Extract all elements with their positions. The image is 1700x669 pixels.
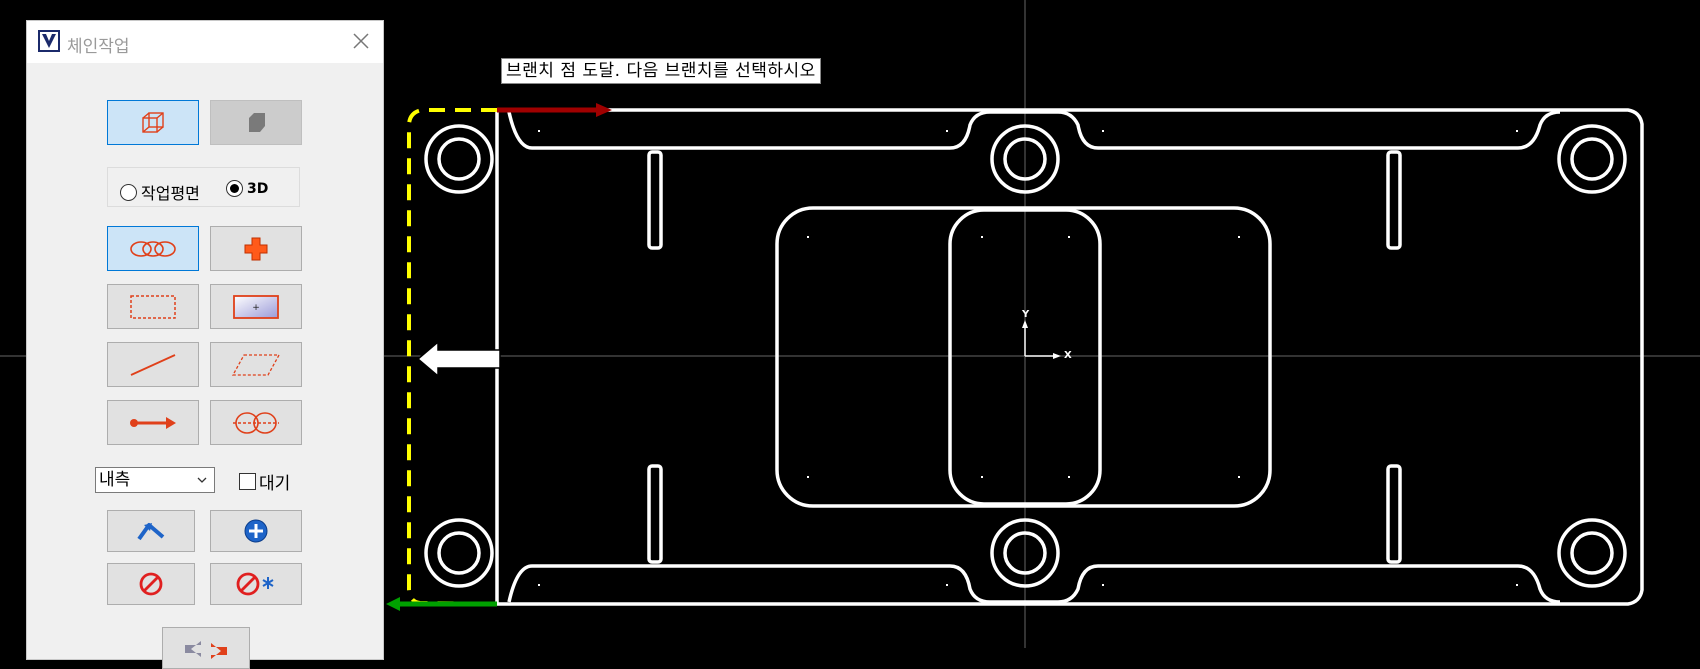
unselect-all-icon bbox=[236, 572, 274, 596]
wait-checkbox-label: 대기 bbox=[259, 474, 291, 494]
single-icon bbox=[130, 353, 176, 376]
polygon-button[interactable] bbox=[210, 342, 302, 387]
point-icon bbox=[244, 237, 268, 260]
axis-y-label: Y bbox=[1022, 309, 1030, 320]
plane-options: 작업평면 3D bbox=[107, 167, 300, 207]
app-logo-icon bbox=[38, 30, 60, 52]
radio-work-plane-dot bbox=[120, 183, 137, 201]
vector-button[interactable] bbox=[107, 400, 199, 445]
single-button[interactable] bbox=[107, 342, 199, 387]
chain-button[interactable] bbox=[107, 226, 199, 271]
chain-option-select[interactable]: 내측 bbox=[95, 467, 215, 493]
chevron-down-icon bbox=[197, 477, 207, 483]
end-chain-button[interactable] bbox=[107, 510, 195, 552]
close-icon[interactable] bbox=[349, 29, 373, 53]
radio-work-plane[interactable]: 작업평면 bbox=[120, 180, 200, 204]
radio-3d[interactable]: 3D bbox=[226, 180, 268, 197]
area-button[interactable]: + bbox=[210, 284, 302, 329]
vector-icon bbox=[130, 416, 176, 429]
dialog-titlebar[interactable]: 체인작업 bbox=[27, 21, 383, 63]
wireframe-mode-button[interactable] bbox=[107, 100, 199, 145]
direction-arrow bbox=[416, 340, 501, 378]
unselect-all-button[interactable] bbox=[210, 563, 302, 605]
chain-option-value: 내측 bbox=[99, 470, 131, 490]
chain-icon bbox=[130, 240, 176, 257]
add-icon bbox=[244, 519, 268, 543]
reverse-icon bbox=[185, 641, 227, 659]
partial-chain-icon bbox=[233, 411, 279, 434]
origin-indicator bbox=[1022, 320, 1061, 359]
point-button[interactable] bbox=[210, 226, 302, 271]
solid-face-icon bbox=[249, 112, 265, 132]
graphics-viewport[interactable] bbox=[0, 0, 1700, 648]
wireframe-cube-icon bbox=[142, 111, 164, 133]
polygon-icon bbox=[231, 353, 281, 376]
wait-checkbox-box bbox=[239, 473, 256, 490]
part-geometry[interactable] bbox=[424, 108, 1644, 606]
unselect-icon bbox=[139, 572, 163, 596]
wait-checkbox[interactable]: 대기 bbox=[239, 469, 290, 494]
chaining-dialog: 체인작업 작업평면 3D bbox=[26, 20, 384, 669]
radio-work-plane-label: 작업평면 bbox=[141, 184, 200, 203]
unselect-button[interactable] bbox=[107, 563, 195, 605]
axis-x-label: X bbox=[1064, 350, 1072, 361]
add-button[interactable] bbox=[210, 510, 302, 552]
status-prompt: 브랜치 점 도달. 다음 브랜치를 선택하시오 bbox=[501, 58, 821, 84]
geometry-points bbox=[538, 130, 1518, 586]
dialog-title: 체인작업 bbox=[67, 37, 130, 57]
end-chain-icon bbox=[137, 523, 165, 541]
chain-arrow-green bbox=[386, 597, 497, 611]
radio-3d-dot bbox=[226, 180, 243, 197]
window-icon bbox=[130, 294, 176, 319]
svg-text:+: + bbox=[252, 303, 260, 313]
solid-mode-button[interactable] bbox=[210, 100, 302, 145]
partial-chain-button[interactable] bbox=[210, 400, 302, 445]
window-button[interactable] bbox=[107, 284, 199, 329]
branch-arrow-red bbox=[497, 103, 612, 117]
reverse-button[interactable] bbox=[162, 627, 250, 669]
radio-3d-label: 3D bbox=[247, 180, 269, 197]
area-icon: + bbox=[233, 294, 279, 319]
